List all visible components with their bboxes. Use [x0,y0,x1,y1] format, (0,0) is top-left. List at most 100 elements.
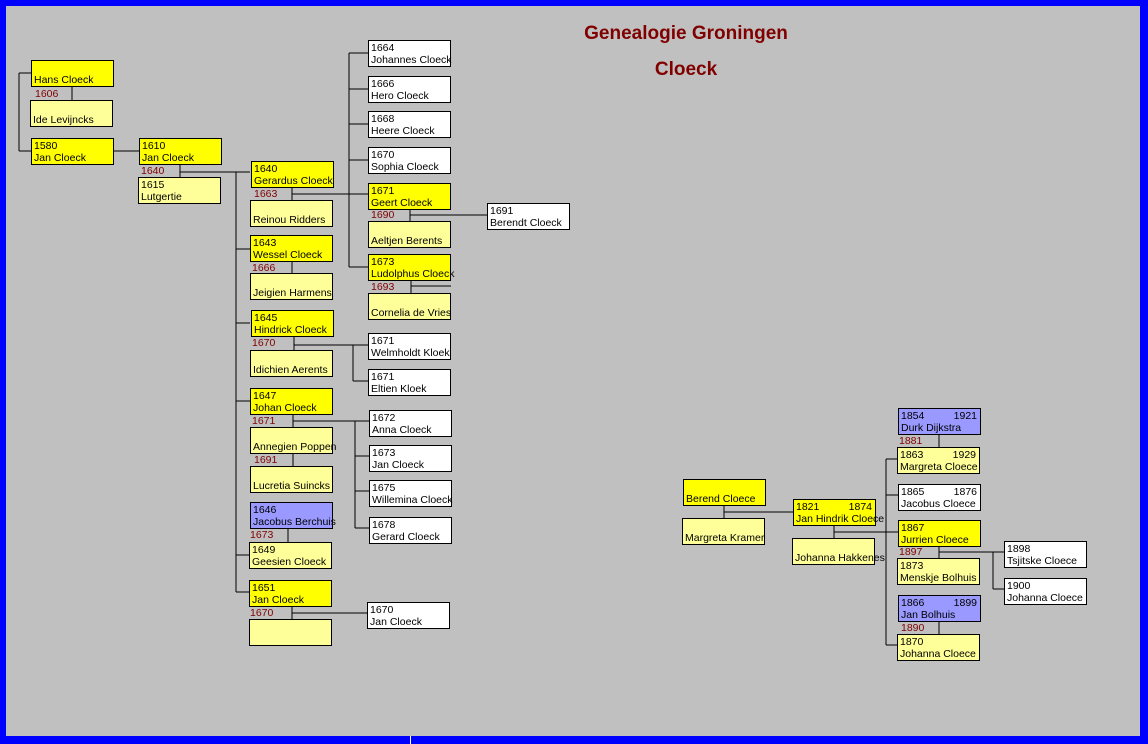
marriage-year: 1693 [371,281,395,293]
marriage-year: 1691 [254,454,278,466]
person-name: Johanna Hakkenes [795,552,885,564]
person-name: Johannes Cloeck [371,54,452,66]
death-year: 1899 [953,597,977,609]
birth-year: 1651 [252,582,276,594]
person-name: Margreta Cloece [900,461,978,473]
person-box[interactable]: Jeigien Harmens [250,273,333,300]
birth-year: 1671 [371,335,395,347]
marriage-year: 1673 [250,529,274,541]
person-name: Johanna Cloece [1007,592,1083,604]
person-box[interactable]: Johanna Hakkenes [792,538,885,565]
connector-lines [18,52,1004,646]
birth-year: 1672 [372,412,396,424]
marriage-year: 1690 [371,209,395,221]
person-name: Margreta Kramer [685,532,765,544]
page-title: Genealogie Groningen [584,23,788,44]
person-name: Heere Cloeck [371,125,435,137]
death-year: 1874 [848,501,872,513]
person-box[interactable]: Berend Cloece [683,479,766,506]
person-name: Menskje Bolhuis [900,572,977,584]
person-name: Jan Cloeck [372,459,424,471]
person-name: Gerardus Cloeck [254,175,333,187]
birth-year: 1900 [1007,580,1031,592]
person-box[interactable]: Lucretia Suincks [250,466,333,493]
person-name: Ide Levijncks [33,114,94,126]
death-year: 1921 [953,410,977,422]
person-name: Hans Cloeck [34,74,94,86]
birth-year: 1610 [142,140,166,152]
birth-year: 1854 [901,410,925,422]
birth-year: 1866 [901,597,925,609]
marriage-year: 1897 [899,546,923,558]
person-name: Jacobus Berchuis [253,516,336,528]
person-box[interactable]: Aeltjen Berents [368,221,451,248]
person-name: Sophia Cloeck [371,161,439,173]
birth-year: 1691 [490,205,514,217]
marriage-year: 1640 [141,165,165,177]
person-box[interactable]: Cornelia de Vries [368,293,451,320]
person-name: Jan Bolhuis [901,609,956,621]
person-name: Johan Cloeck [253,402,317,414]
birth-year: 1671 [371,185,395,197]
person-name: Ludolphus Cloeck [371,268,455,280]
person-box[interactable]: Reinou Ridders [250,200,333,227]
death-year: 1929 [952,449,976,461]
birth-year: 1670 [371,149,395,161]
person-name: Berend Cloece [686,493,756,505]
birth-year: 1643 [253,237,277,249]
birth-year: 1863 [900,449,924,461]
person-box[interactable]: Idichien Aerents [250,350,333,377]
birth-year: 1649 [252,544,276,556]
person-name: Geesien Cloeck [252,556,327,568]
marriage-year: 1666 [252,262,276,274]
person-name: Jan Cloeck [370,616,422,628]
marriage-year: 1606 [35,88,59,100]
person-box[interactable]: Annegien Poppen [250,427,337,454]
person-box[interactable] [249,619,332,646]
person-name: Jeigien Harmens [253,287,332,299]
birth-year: 1867 [901,522,925,534]
birth-year: 1873 [900,560,924,572]
person-box[interactable]: Hans Cloeck [31,60,114,87]
person-name: Cornelia de Vries [371,307,452,319]
person-box[interactable]: Ide Levijncks [30,100,113,127]
person-name: Jan Hindrik Cloece [796,513,885,525]
person-box[interactable]: Margreta Kramer [682,518,765,545]
person-name: Jan Cloeck [252,594,304,606]
